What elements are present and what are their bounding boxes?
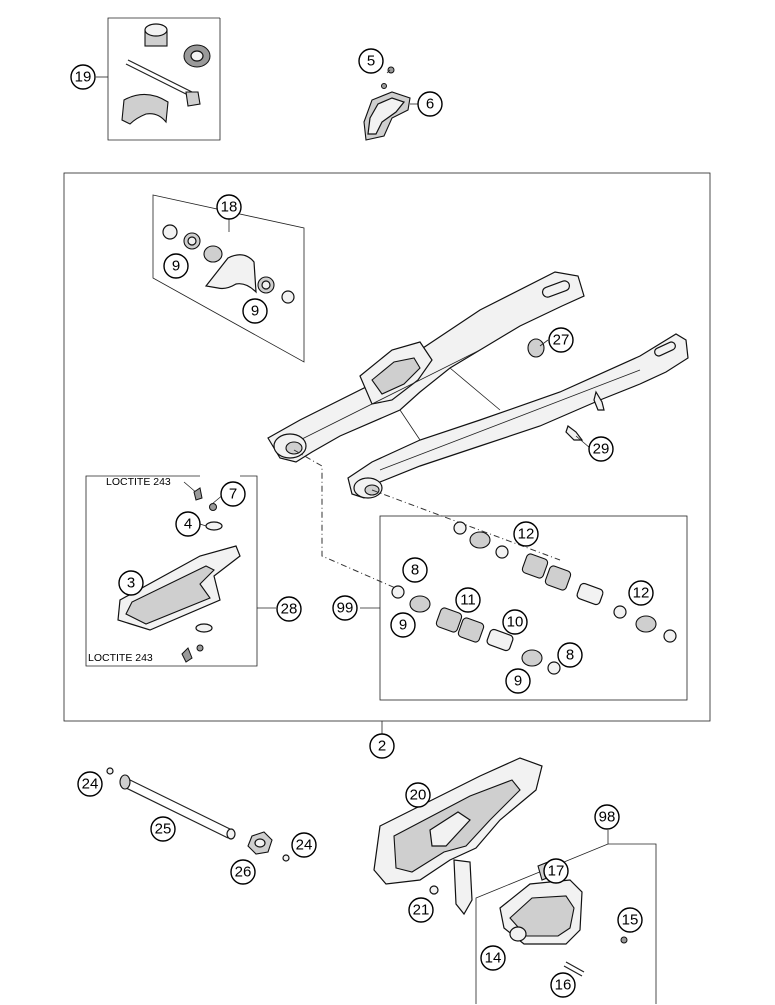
callout-16: 16 — [550, 972, 576, 998]
callout-28: 28 — [276, 596, 302, 622]
svg-text:14: 14 — [485, 950, 502, 967]
svg-text:29: 29 — [593, 441, 610, 458]
svg-text:15: 15 — [622, 912, 639, 929]
kit-98-box — [475, 830, 657, 1004]
svg-text:24: 24 — [296, 837, 313, 854]
callout-3: 3 — [118, 570, 144, 596]
svg-text:17: 17 — [548, 863, 565, 880]
svg-text:21: 21 — [413, 902, 430, 919]
callout-21: 21 — [408, 897, 434, 923]
svg-text:11: 11 — [460, 592, 476, 609]
svg-text:9: 9 — [399, 617, 407, 634]
axis-line-right — [371, 489, 561, 561]
kit-99-box — [360, 515, 688, 701]
callout-17: 17 — [543, 858, 569, 884]
svg-text:27: 27 — [553, 332, 570, 349]
callout-26: 26 — [230, 859, 256, 885]
svg-text:10: 10 — [507, 614, 524, 631]
svg-text:9: 9 — [172, 258, 180, 275]
callout-10: 10 — [502, 609, 528, 635]
callout-12-b: 12 — [628, 580, 654, 606]
callout-27: 27 — [548, 327, 574, 353]
svg-text:28: 28 — [281, 601, 298, 618]
loctite-label-top: LOCTITE 243 — [106, 476, 171, 488]
callout-8-b: 8 — [557, 642, 583, 668]
assembly-2-frame — [63, 172, 711, 722]
leader-lines — [199, 69, 591, 527]
callout-19: 19 — [70, 64, 96, 90]
svg-text:8: 8 — [566, 647, 574, 664]
kit-18-panel — [152, 194, 305, 363]
loctite-label-bottom: LOCTITE 243 — [88, 652, 153, 664]
swingarm — [267, 271, 689, 499]
chain-slider-6 — [363, 66, 411, 141]
kit-19-box — [96, 17, 221, 141]
callout-99: 99 — [332, 595, 358, 621]
callout-9-c: 9 — [390, 612, 416, 638]
svg-text:25: 25 — [155, 821, 172, 838]
chain-guard-20 — [373, 757, 543, 916]
callout-8-a: 8 — [402, 557, 428, 583]
callout-29: 29 — [588, 436, 614, 462]
callout-5: 5 — [358, 48, 384, 74]
svg-text:8: 8 — [411, 562, 419, 579]
svg-text:20: 20 — [410, 787, 427, 804]
svg-text:12: 12 — [633, 585, 650, 602]
svg-text:19: 19 — [75, 69, 92, 86]
svg-text:99: 99 — [337, 600, 354, 617]
callout-98: 98 — [594, 804, 620, 830]
callout-9-d: 9 — [505, 668, 531, 694]
svg-text:24: 24 — [82, 776, 99, 793]
callout-18: 18 — [216, 194, 242, 220]
svg-text:4: 4 — [184, 516, 192, 533]
svg-text:5: 5 — [367, 53, 375, 70]
svg-text:3: 3 — [127, 575, 135, 592]
callout-25: 25 — [150, 816, 176, 842]
svg-text:98: 98 — [599, 809, 616, 826]
callout-9-b: 9 — [242, 298, 268, 324]
svg-text:18: 18 — [221, 199, 238, 216]
svg-text:9: 9 — [251, 303, 259, 320]
svg-text:6: 6 — [426, 96, 434, 113]
callout-14: 14 — [480, 945, 506, 971]
callout-6: 6 — [417, 91, 443, 117]
svg-text:16: 16 — [555, 977, 572, 994]
svg-text:26: 26 — [235, 864, 252, 881]
callout-12-a: 12 — [513, 521, 539, 547]
callout-15: 15 — [617, 907, 643, 933]
axle-25 — [106, 767, 290, 862]
kit-28-box — [85, 475, 276, 667]
callout-24-a: 24 — [77, 771, 103, 797]
svg-text:2: 2 — [378, 738, 386, 755]
callout-9-a: 9 — [163, 253, 189, 279]
callout-4: 4 — [175, 511, 201, 537]
axis-line-left — [293, 449, 401, 591]
svg-text:7: 7 — [229, 486, 237, 503]
callout-11: 11 — [455, 587, 481, 613]
callout-7: 7 — [220, 481, 246, 507]
callout-20: 20 — [405, 782, 431, 808]
callout-24-b: 24 — [291, 832, 317, 858]
svg-text:9: 9 — [514, 673, 522, 690]
svg-text:12: 12 — [518, 526, 535, 543]
callout-2: 2 — [369, 733, 395, 759]
